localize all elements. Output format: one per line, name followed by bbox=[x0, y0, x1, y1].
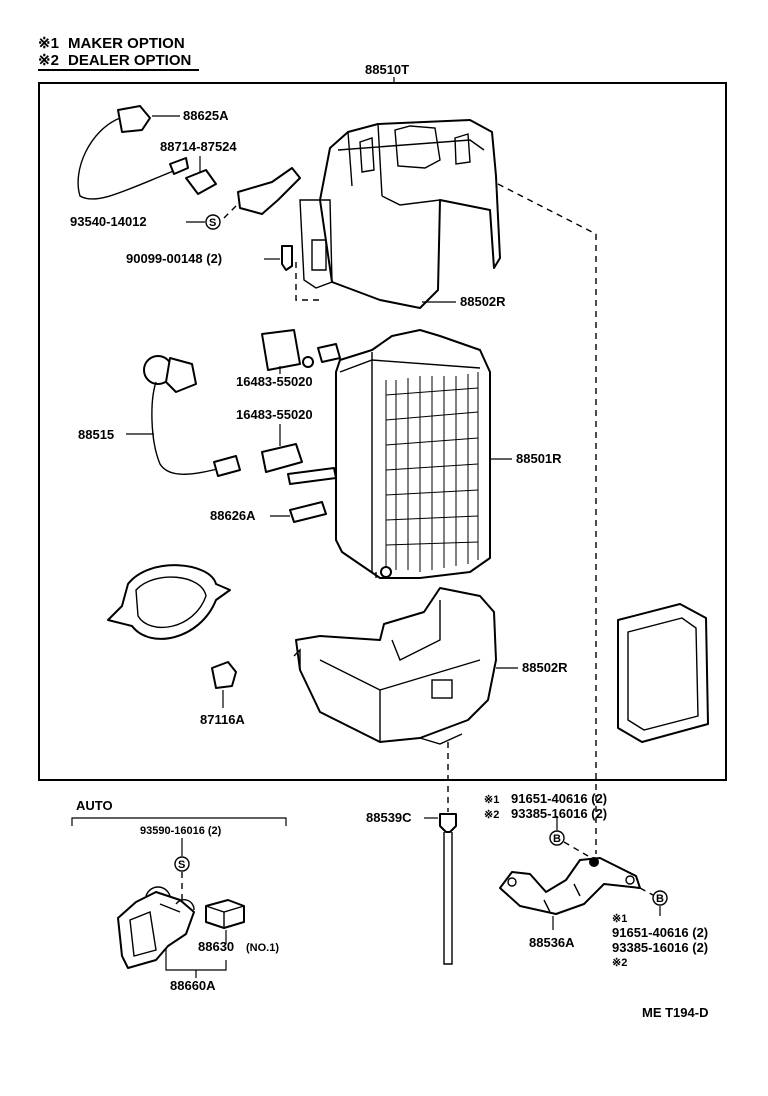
figure-code: ME T194-D bbox=[642, 1005, 708, 1020]
svg-text:S: S bbox=[209, 217, 216, 229]
core-inlet-fitting bbox=[317, 343, 341, 363]
label-88502R-top: 88502R bbox=[460, 294, 506, 309]
screw-callout-s-auto: S bbox=[174, 856, 190, 872]
auto-relay-note: (NO.1) bbox=[246, 942, 279, 954]
thermistor-88625A bbox=[77, 105, 189, 200]
svg-text:S: S bbox=[178, 859, 185, 871]
core-fins bbox=[385, 372, 479, 572]
maker-option-text: MAKER OPTION bbox=[68, 35, 185, 52]
evaporator-case-upper bbox=[295, 119, 501, 309]
screw-90099 bbox=[281, 245, 293, 271]
mount-dash-line bbox=[497, 183, 597, 854]
screw-callout-s-top: S bbox=[205, 214, 221, 230]
case-drain-window bbox=[431, 679, 453, 699]
seal-ring bbox=[617, 603, 709, 743]
label-16483-b: 16483-55020 bbox=[236, 407, 313, 422]
thermo-bracket bbox=[237, 167, 301, 215]
label-88714: 88714-87524 bbox=[160, 139, 237, 154]
dealer-option-text: DEALER OPTION bbox=[68, 52, 191, 69]
r3-text: 91651-40616 (2) bbox=[612, 925, 708, 940]
r2-mark: ※2 bbox=[484, 809, 499, 821]
r1-mark: ※1 bbox=[484, 794, 499, 806]
evaporator-core bbox=[317, 329, 491, 579]
clamp-88626A bbox=[289, 501, 327, 523]
label-88501R: 88501R bbox=[516, 451, 562, 466]
r4-mark: ※2 bbox=[612, 957, 627, 969]
dealer-mark: ※2 bbox=[38, 52, 59, 69]
r4-text: 93385-16016 (2) bbox=[612, 940, 708, 955]
drain-hose-88539C bbox=[439, 813, 457, 965]
o-ring bbox=[302, 356, 314, 368]
label-88502R-bottom: 88502R bbox=[522, 660, 568, 675]
maker-mark: ※1 bbox=[38, 35, 59, 52]
pipe-16483-upper bbox=[261, 329, 301, 371]
auto-relay-label: 88630 bbox=[198, 939, 234, 954]
part-labels: 88625A 88714-87524 93540-14012 90099-001… bbox=[70, 108, 568, 727]
bolt-callout-b-lower: B bbox=[652, 890, 668, 906]
legend: ※1 MAKER OPTION ※2 DEALER OPTION bbox=[38, 35, 199, 71]
assembly-label: 88510T bbox=[365, 62, 409, 77]
label-93540: 93540-14012 bbox=[70, 214, 147, 229]
label-88625A: 88625A bbox=[183, 108, 229, 123]
bolt-option-labels: ※1 91651-40616 (2) ※2 93385-16016 (2) ※1… bbox=[484, 791, 708, 969]
bolt-callout-b-upper: B bbox=[549, 830, 565, 846]
auto-switch-label: 88660A bbox=[170, 978, 216, 993]
svg-text:B: B bbox=[553, 833, 561, 845]
auto-section: AUTO 93590-16016 (2) S 88630 (NO.1) 8866… bbox=[71, 798, 287, 993]
r1-text: 91651-40616 (2) bbox=[511, 791, 607, 806]
auto-bracket-line bbox=[71, 817, 287, 826]
pipe-16483-lower bbox=[261, 443, 303, 473]
switch-88660A bbox=[117, 891, 195, 969]
core-drain-fitting bbox=[380, 566, 392, 578]
auto-title: AUTO bbox=[76, 798, 113, 813]
expansion-valve-88515 bbox=[143, 355, 241, 477]
label-88626A: 88626A bbox=[210, 508, 256, 523]
label-88515: 88515 bbox=[78, 427, 114, 442]
svg-text:B: B bbox=[656, 893, 664, 905]
r2-text: 93385-16016 (2) bbox=[511, 806, 607, 821]
clip-87116A bbox=[211, 661, 237, 689]
inlet-bolt bbox=[287, 467, 337, 485]
label-87116A: 87116A bbox=[200, 712, 245, 727]
assembly-frame bbox=[38, 82, 727, 781]
label-88539C: 88539C bbox=[366, 810, 412, 825]
clip-88714 bbox=[185, 169, 217, 195]
r3-mark: ※1 bbox=[612, 913, 627, 925]
auto-screw-label: 93590-16016 (2) bbox=[140, 825, 222, 837]
label-88536A: 88536A bbox=[529, 935, 575, 950]
label-16483-a: 16483-55020 bbox=[236, 374, 313, 389]
evaporator-case-lower bbox=[293, 587, 497, 745]
band-clamp bbox=[107, 564, 231, 640]
relay-88630 bbox=[205, 899, 245, 929]
bracket-88536A bbox=[499, 857, 641, 915]
label-90099: 90099-00148 (2) bbox=[126, 251, 222, 266]
